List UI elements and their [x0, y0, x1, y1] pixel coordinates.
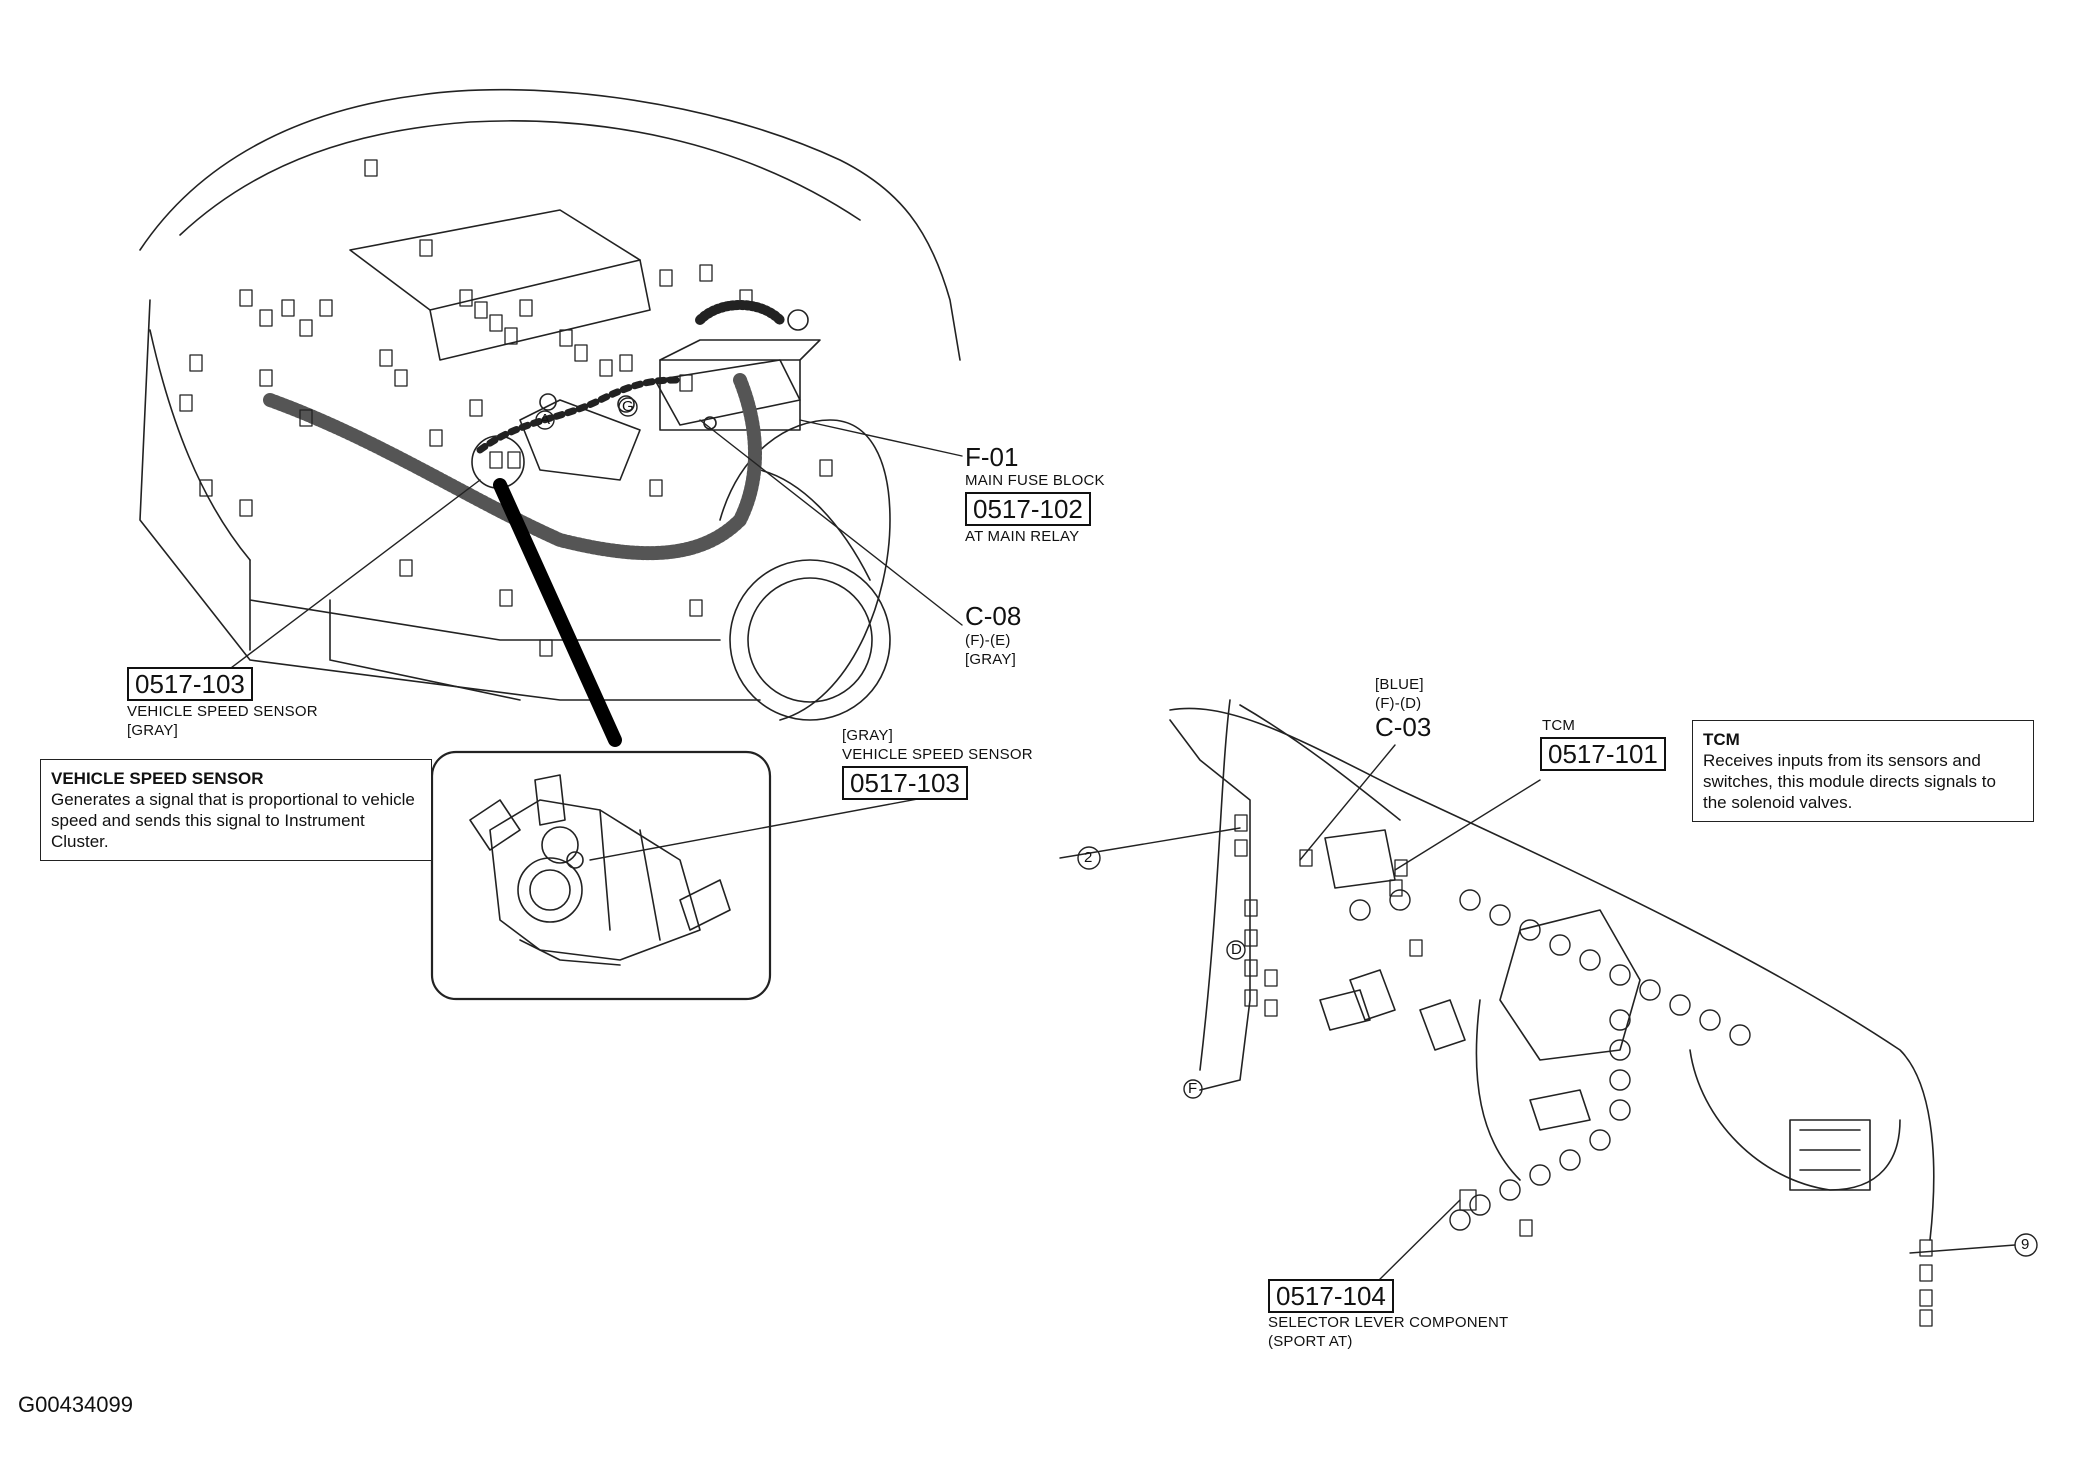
f01-sub: AT MAIN RELAY	[965, 528, 1080, 545]
f01-ref: 0517-102	[965, 492, 1091, 526]
tcm-description-title: TCM	[1703, 730, 1740, 749]
c03-code: C-03	[1375, 712, 1432, 742]
marker-9: 9	[2021, 1236, 2030, 1253]
vss-detail-color: [GRAY]	[842, 727, 893, 744]
vss-description-box: VEHICLE SPEED SENSOR Generates a signal …	[40, 759, 432, 861]
marker-g: G	[622, 398, 634, 415]
vss-detail-name: VEHICLE SPEED SENSOR	[842, 746, 1033, 763]
leader-lines-top	[214, 419, 963, 681]
selector-ref: 0517-104	[1268, 1279, 1394, 1313]
tcm-description-box: TCM Receives inputs from its sensors and…	[1692, 720, 2034, 822]
engine-bay-illustration	[139, 88, 961, 747]
selector-sub: (SPORT AT)	[1268, 1333, 1353, 1350]
vss-ref: 0517-103	[127, 667, 253, 701]
c08-code: C-08	[965, 601, 1022, 631]
selector-name: SELECTOR LEVER COMPONENT	[1268, 1314, 1509, 1331]
vss-color: [GRAY]	[127, 722, 178, 739]
figure-id: G00434099	[18, 1392, 133, 1417]
vss-detail-ref: 0517-103	[842, 766, 968, 800]
tcm-description-text: Receives inputs from its sensors and swi…	[1703, 751, 1996, 812]
vss-name: VEHICLE SPEED SENSOR	[127, 703, 318, 720]
dashboard-illustration	[1169, 699, 1935, 1327]
marker-f: F	[1188, 1080, 1198, 1097]
marker-2: 2	[1084, 849, 1093, 866]
c03-pins: (F)-(D)	[1375, 695, 1422, 712]
c08-color: [GRAY]	[965, 651, 1016, 668]
tcm-ref: 0517-101	[1540, 737, 1666, 771]
f01-name: MAIN FUSE BLOCK	[965, 472, 1105, 489]
marker-d: D	[1231, 941, 1242, 958]
c03-color: [BLUE]	[1375, 676, 1424, 693]
sensor-detail-illustration	[430, 750, 967, 1001]
c08-pins: (F)-(E)	[965, 632, 1011, 649]
vss-description-text: Generates a signal that is proportional …	[51, 790, 415, 851]
marker-circles	[535, 397, 2038, 1257]
tcm-name: TCM	[1542, 717, 1576, 734]
f01-code: F-01	[965, 442, 1019, 472]
leader-lines-right	[1059, 744, 2016, 1285]
vss-description-title: VEHICLE SPEED SENSOR	[51, 769, 264, 788]
marker-a: A	[540, 411, 551, 428]
